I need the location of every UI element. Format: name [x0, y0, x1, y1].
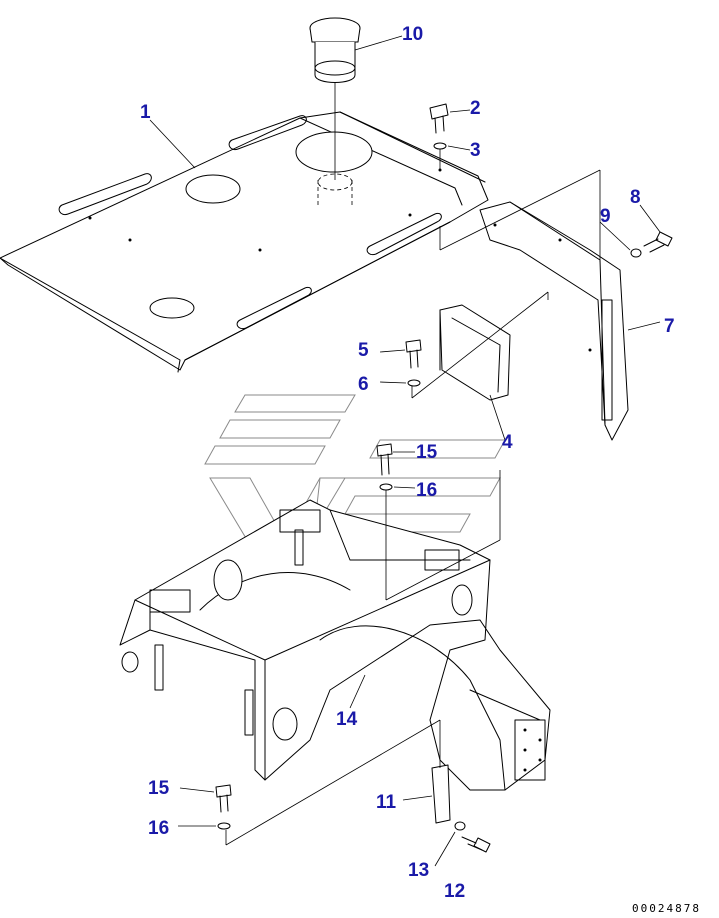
- callout-12: 12: [444, 881, 465, 902]
- callout-13: 13: [408, 860, 429, 881]
- bolt-8: [643, 231, 673, 253]
- callout-10: 10: [402, 24, 423, 45]
- document-id: 00024878: [632, 902, 701, 915]
- bolt-15-lower: [215, 784, 232, 813]
- bolt-15-upper: [376, 443, 393, 476]
- callout-16-upper: 16: [416, 480, 437, 501]
- callout-11: 11: [376, 792, 397, 813]
- callout-15-upper: 15: [416, 442, 438, 463]
- callout-14: 14: [336, 709, 358, 730]
- side-bracket-panel: [479, 201, 629, 441]
- fuel-cap: [309, 17, 361, 180]
- callout-1: 1: [140, 102, 151, 123]
- leader-lines: [149, 35, 661, 867]
- callout-15-lower: 15: [148, 778, 170, 799]
- callout-16-lower: 16: [148, 818, 169, 839]
- callout-4: 4: [502, 432, 513, 453]
- callout-8: 8: [630, 187, 641, 208]
- washer-13: [454, 821, 466, 831]
- box-bracket: [439, 304, 511, 401]
- main-frame: [119, 499, 551, 791]
- washer-6: [407, 379, 421, 387]
- callout-labels: 1 2 3 4 5 6 7 8 9 10 11 12 13 14 15 16 1…: [140, 24, 675, 902]
- washer-16-upper: [379, 483, 393, 491]
- bolt-5: [405, 339, 422, 369]
- strap-plate: [431, 720, 451, 824]
- callout-2: 2: [470, 98, 481, 119]
- washer-9: [630, 248, 642, 258]
- bolt-2: [429, 103, 449, 134]
- callout-3: 3: [470, 140, 481, 161]
- washer-3: [433, 142, 447, 150]
- callout-5: 5: [358, 340, 369, 361]
- callout-6: 6: [358, 374, 369, 395]
- bolt-12: [461, 836, 491, 853]
- callout-7: 7: [664, 316, 675, 337]
- washer-16-lower: [217, 822, 231, 830]
- upper-cover-plate: [0, 111, 489, 373]
- callout-9: 9: [600, 206, 611, 227]
